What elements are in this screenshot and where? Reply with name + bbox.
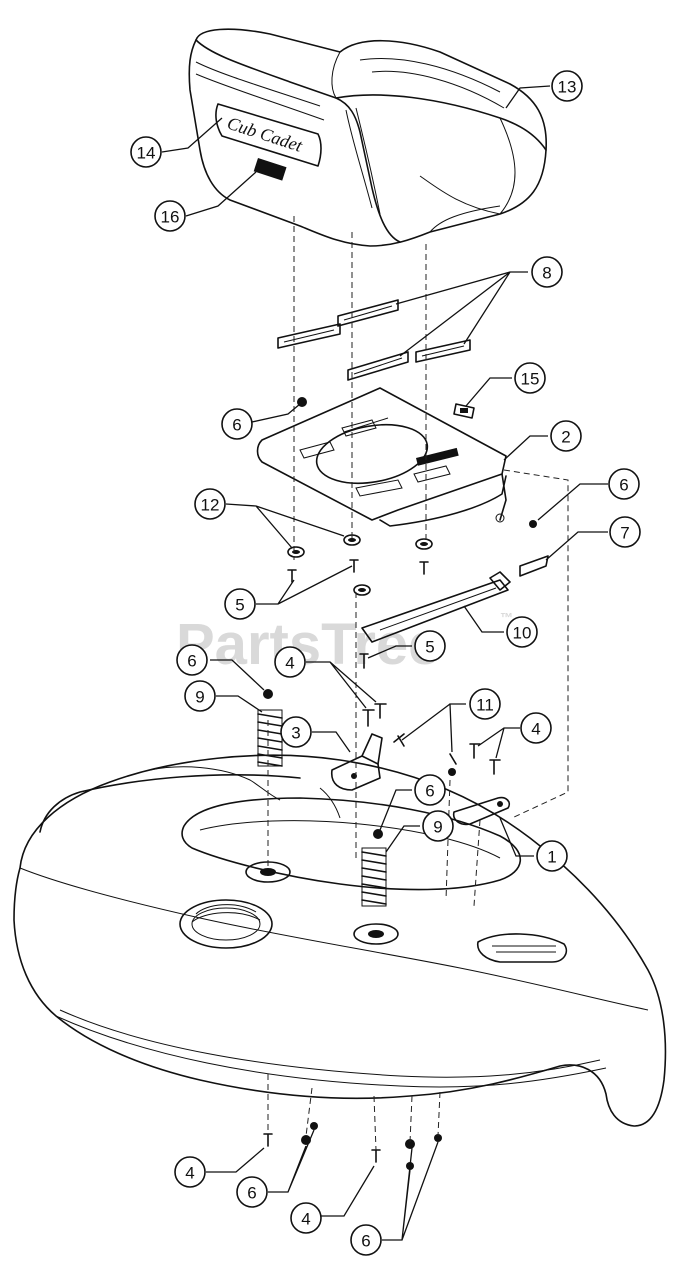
callout-6: 6 xyxy=(236,1176,268,1208)
seat-logo-plate xyxy=(215,103,322,167)
callout-6: 6 xyxy=(221,408,253,440)
callout-circle xyxy=(514,362,546,394)
callout-circle xyxy=(469,688,501,720)
callout-number: 8 xyxy=(542,264,551,283)
hardware xyxy=(263,397,537,1170)
seat-slides xyxy=(277,299,471,381)
callout-5: 5 xyxy=(414,630,446,662)
callout-1: 1 xyxy=(536,840,568,872)
callout-13: 13 xyxy=(551,70,583,102)
callout-9: 9 xyxy=(422,810,454,842)
callout-number: 6 xyxy=(232,416,241,435)
callout-number: 14 xyxy=(137,144,156,163)
callout-4: 4 xyxy=(174,1156,206,1188)
callout-3: 3 xyxy=(280,716,312,748)
callout-number: 6 xyxy=(425,782,434,801)
callout-number: 10 xyxy=(513,624,532,643)
callout-6: 6 xyxy=(350,1224,382,1256)
callout-circle xyxy=(176,644,208,676)
seat-pan xyxy=(256,387,507,527)
seat-cushion: Cub Cadet xyxy=(188,28,547,247)
watermark: PartsTree ™ xyxy=(176,610,513,677)
bracket-3 xyxy=(330,733,383,791)
callout-circle xyxy=(520,712,552,744)
callout-number: 6 xyxy=(187,652,196,671)
callout-number: 2 xyxy=(561,428,570,447)
fender-body xyxy=(13,754,667,1127)
callout-15: 15 xyxy=(514,362,546,394)
callout-number: 6 xyxy=(247,1184,256,1203)
callout-number: 13 xyxy=(558,78,577,97)
callout-number: 9 xyxy=(433,818,442,837)
callout-circle xyxy=(422,810,454,842)
callout-12: 12 xyxy=(194,488,226,520)
callout-number: 15 xyxy=(521,370,540,389)
callout-5: 5 xyxy=(224,588,256,620)
callout-number: 9 xyxy=(195,688,204,707)
callout-circle xyxy=(550,420,582,452)
callout-circle xyxy=(551,70,583,102)
seat-badge xyxy=(253,157,287,181)
part-15-clip xyxy=(453,403,475,419)
callout-4: 4 xyxy=(274,646,306,678)
callout-6: 6 xyxy=(414,774,446,806)
callout-number: 4 xyxy=(531,720,540,739)
callout-number: 6 xyxy=(619,476,628,495)
callout-circle xyxy=(280,716,312,748)
callout-number: 4 xyxy=(301,1210,310,1229)
callout-circle xyxy=(221,408,253,440)
callout-7: 7 xyxy=(609,516,641,548)
callout-11: 11 xyxy=(469,688,501,720)
callout-circle xyxy=(414,774,446,806)
callout-circle xyxy=(350,1224,382,1256)
callout-circle xyxy=(154,200,186,232)
leader-lines xyxy=(161,85,608,1241)
callout-9: 9 xyxy=(184,680,216,712)
callout-8: 8 xyxy=(531,256,563,288)
watermark-text: PartsTree xyxy=(176,612,440,677)
callout-circle xyxy=(506,616,538,648)
callout-circle xyxy=(174,1156,206,1188)
callout-number: 3 xyxy=(291,724,300,743)
callout-circle xyxy=(194,488,226,520)
bracket-1 xyxy=(452,796,511,826)
callout-circle xyxy=(536,840,568,872)
callout-6: 6 xyxy=(176,644,208,676)
callout-number: 1 xyxy=(547,848,556,867)
callout-circle xyxy=(274,646,306,678)
callout-10: 10 xyxy=(506,616,538,648)
callout-number: 12 xyxy=(201,496,220,515)
callout-number: 4 xyxy=(185,1164,194,1183)
callout-number: 7 xyxy=(620,524,629,543)
callout-16: 16 xyxy=(154,200,186,232)
callout-number: 11 xyxy=(476,696,494,715)
callout-14: 14 xyxy=(130,136,162,168)
callout-number: 5 xyxy=(235,596,244,615)
springs xyxy=(257,709,387,907)
seat-adjust-rail xyxy=(361,555,549,643)
callout-2: 2 xyxy=(550,420,582,452)
callout-circle xyxy=(608,468,640,500)
callout-4: 4 xyxy=(520,712,552,744)
callout-circle xyxy=(414,630,446,662)
callout-number: 4 xyxy=(285,654,294,673)
callout-circle xyxy=(531,256,563,288)
callout-circle xyxy=(130,136,162,168)
callout-4: 4 xyxy=(290,1202,322,1234)
callout-circle xyxy=(609,516,641,548)
callout-circle xyxy=(290,1202,322,1234)
callout-number: 6 xyxy=(361,1232,370,1251)
callout-circle xyxy=(236,1176,268,1208)
assembly-lines xyxy=(267,216,569,1151)
watermark-trademark: ™ xyxy=(500,610,513,625)
callout-circle xyxy=(184,680,216,712)
callout-circle xyxy=(224,588,256,620)
callout-number: 5 xyxy=(425,638,434,657)
callout-number: 16 xyxy=(161,208,180,227)
callout-6: 6 xyxy=(608,468,640,500)
